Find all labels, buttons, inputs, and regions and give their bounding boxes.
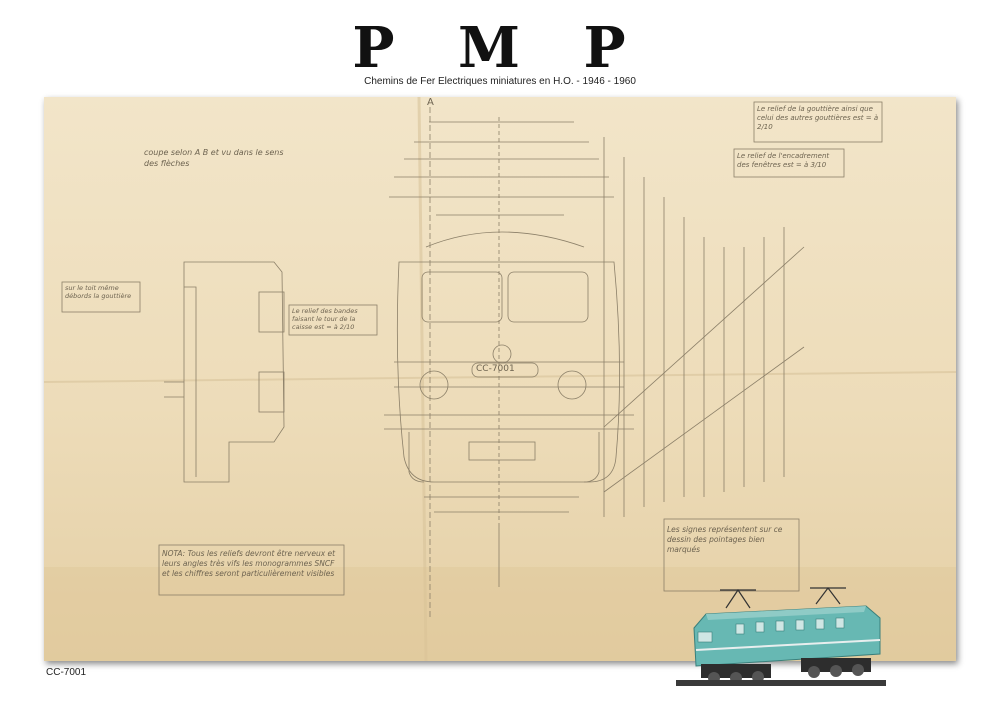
note-section-marker: A	[427, 97, 434, 108]
note-nota: NOTA: Tous les reliefs devront être nerv…	[162, 549, 336, 578]
note-caisse: Le relief des bandes faisant le tour de …	[292, 307, 358, 331]
note-gouttiere: Le relief de la gouttière ainsi que celu…	[757, 105, 879, 131]
drawing-caption: CC-7001	[46, 667, 87, 678]
technical-drawing: A coupe selon A B et vu dans le sens des…	[44, 97, 956, 661]
note-coupe: coupe selon A B et vu dans le sens des f…	[144, 148, 284, 168]
note-toit: sur le toit même débords la gouttière	[65, 284, 132, 300]
note-signes: Les signes représentent sur ce dessin de…	[667, 525, 783, 554]
locomotive-model-image	[676, 587, 886, 686]
note-fenetres: Le relief de l'encadrement des fenêtres …	[737, 152, 830, 169]
page-subtitle: Chemins de Fer Electriques miniatures en…	[364, 76, 636, 87]
brand-logo: P M P	[352, 15, 648, 81]
locomotive-plate: CC-7001	[476, 364, 515, 374]
